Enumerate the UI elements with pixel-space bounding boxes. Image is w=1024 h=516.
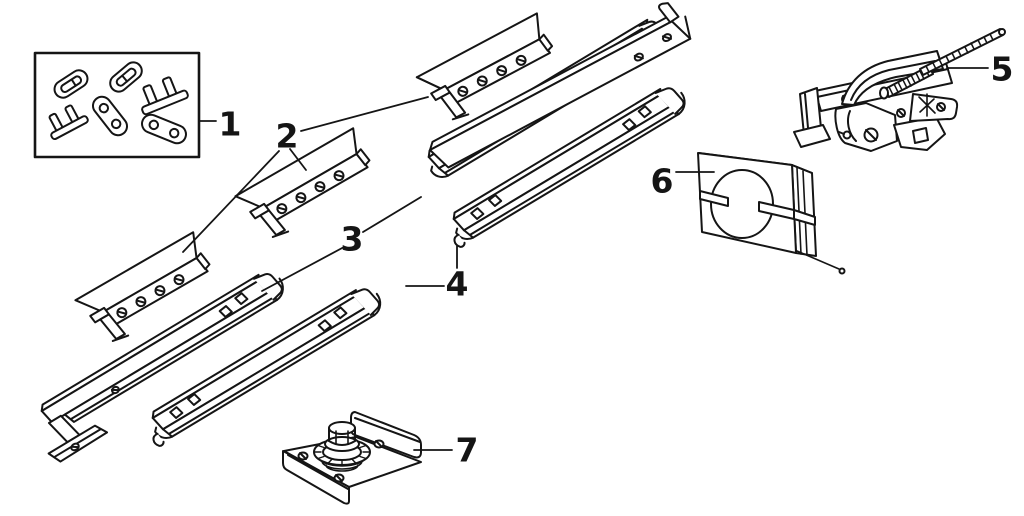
part-4-rail-lower-left [151,288,382,447]
oval-link-icon [109,61,143,93]
link-plate-icon [91,95,129,137]
leader-lines [182,67,989,451]
callout-1: 1 [218,104,242,144]
leader-2b [289,148,307,171]
callout-6: 6 [650,161,674,201]
leader-2a [300,96,429,132]
oval-link-icon [53,69,89,99]
leader-3a [362,196,422,233]
angle-rail-with-holes [429,2,692,169]
swivel-disc-icon [313,421,371,472]
t-bolt-icon [141,76,189,116]
callout-4: 4 [445,264,469,304]
link-plate-icon [141,113,187,145]
callout-3: 3 [340,219,364,259]
part-2-bracket-lower [74,231,211,342]
leader-2c [182,150,280,253]
t-bolt-icon [48,104,89,141]
callout-2: 2 [275,116,299,156]
leader-3b [261,246,345,292]
part-6-spacer-plate [697,152,846,275]
callout-5: 5 [990,49,1014,89]
part-3-rail-lower-left [40,273,284,463]
part-2-bracket-middle [234,127,371,238]
callout-7: 7 [455,430,479,470]
part-5-latch-assembly [793,28,1006,152]
part-2-bracket-top [415,12,554,121]
spring-icon [879,65,934,100]
threaded-rod-icon [919,28,1006,76]
part-1-hardware-box [33,51,201,159]
part-7-roller-bracket [282,411,422,505]
part-4-rail-upper-right [452,87,686,248]
